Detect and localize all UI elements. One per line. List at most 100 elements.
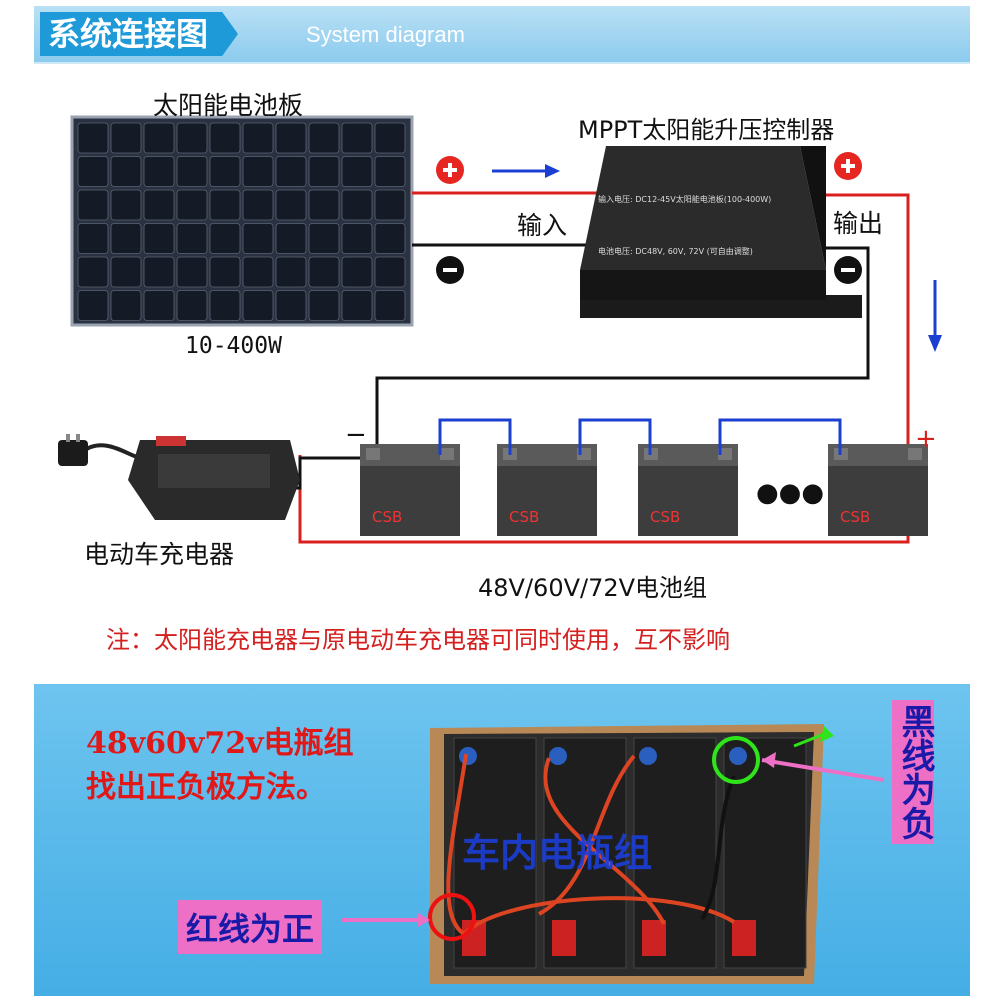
minus-badge-icon — [436, 256, 464, 284]
solar-cell — [242, 290, 274, 321]
solar-cell — [77, 290, 109, 321]
solar-cell — [143, 189, 175, 221]
solar-cell — [275, 223, 307, 254]
battery-minus-label: − — [345, 420, 367, 450]
svg-text:CSB: CSB — [840, 508, 870, 526]
charger-label: 电动车充电器 — [84, 540, 235, 569]
solar-cell — [275, 290, 307, 321]
solar-panel — [70, 115, 414, 327]
ev-charger — [58, 434, 300, 520]
battery: CSB — [638, 444, 738, 536]
solar-cell — [209, 256, 241, 288]
solar-cell — [77, 156, 109, 187]
controller-face-line1: 输入电压: DC12-45V太阳能电池板(100-400W) — [598, 195, 772, 204]
lower-title-line1: 48v60v72v电瓶组 — [86, 726, 354, 761]
solar-cell — [374, 156, 406, 187]
solar-cell — [143, 122, 175, 154]
positive-terminal-marker — [428, 893, 476, 941]
lower-title-line2: 找出正负极方法。 — [86, 770, 326, 805]
output-label: 输出 — [833, 209, 884, 238]
solar-cell — [275, 122, 307, 154]
svg-text:CSB: CSB — [509, 508, 539, 526]
header-title: 系统连接图 — [40, 12, 239, 56]
solar-cell — [341, 256, 373, 288]
center-label: 车内电瓶组 — [462, 831, 653, 875]
terminal-cap-icon — [729, 747, 747, 765]
input-label: 输入 — [517, 211, 568, 240]
battery-photo-panel: 48v60v72v电瓶组 找出正负极方法。 车内电瓶组 黑线为负 红线为正 — [34, 684, 970, 996]
solar-cell — [110, 189, 142, 221]
black-output-wire — [375, 246, 870, 450]
solar-cell — [77, 223, 109, 254]
red-output-wire — [298, 193, 910, 544]
svg-text:CSB: CSB — [650, 508, 680, 526]
solar-cell — [308, 122, 340, 154]
solar-cell — [341, 156, 373, 187]
solar-cell — [374, 290, 406, 321]
solar-cell — [308, 189, 340, 221]
battery: CSB — [828, 444, 928, 536]
terminal-cap-icon — [459, 747, 477, 765]
minus-badge-icon — [834, 256, 862, 284]
battery-link-wire — [578, 418, 652, 455]
solar-cell — [143, 223, 175, 254]
solar-cell — [242, 223, 274, 254]
solar-cell — [110, 290, 142, 321]
mppt-controller — [580, 146, 862, 318]
solar-cell — [341, 290, 373, 321]
solar-cell — [176, 122, 208, 154]
controller-face-text: 输入电压: DC12-45V太阳能电池板(100-400W) 电池电压: DC4… — [598, 194, 820, 258]
solar-cell — [242, 256, 274, 288]
svg-text:CSB: CSB — [372, 508, 402, 526]
solar-cell — [77, 122, 109, 154]
solar-cell — [110, 256, 142, 288]
solar-cell — [209, 290, 241, 321]
solar-panel-power: 10-400W — [185, 333, 282, 359]
solar-cell — [374, 223, 406, 254]
solar-cell — [143, 256, 175, 288]
battery-photo — [342, 724, 885, 984]
solar-cell — [176, 223, 208, 254]
solar-cell — [143, 156, 175, 187]
controller-label: MPPT太阳能升压控制器 — [578, 116, 835, 144]
solar-cell — [308, 256, 340, 288]
terminal-cap-icon — [639, 747, 657, 765]
blue-arrow-right-icon — [492, 164, 560, 178]
solar-cell — [209, 156, 241, 187]
terminal-cap-icon — [642, 920, 666, 956]
header-bar: 系统连接图 System diagram — [34, 6, 970, 64]
solar-cell — [209, 223, 241, 254]
solar-cell — [77, 189, 109, 221]
solar-cell — [176, 189, 208, 221]
usage-note: 注：太阳能充电器与原电动车充电器可同时使用，互不影响 — [106, 626, 730, 654]
solar-cell — [77, 256, 109, 288]
battery-group: CSB CSB CSB CSB — [360, 418, 928, 536]
solar-cell — [308, 156, 340, 187]
solar-cell — [209, 122, 241, 154]
solar-cell — [242, 156, 274, 187]
plus-badge-icon — [834, 152, 862, 180]
battery-ellipsis: ●●● — [756, 478, 825, 508]
solar-cell — [176, 256, 208, 288]
solar-cell — [242, 122, 274, 154]
solar-cell — [275, 256, 307, 288]
solar-cell — [341, 122, 373, 154]
battery: CSB — [497, 444, 597, 536]
battery-group-label: 48V/60V/72V电池组 — [478, 574, 708, 602]
header-subtitle: System diagram — [306, 22, 465, 47]
solar-cell — [374, 122, 406, 154]
solar-cell — [275, 189, 307, 221]
solar-cell — [308, 290, 340, 321]
solar-cell — [209, 189, 241, 221]
solar-cell — [242, 189, 274, 221]
solar-cell — [341, 189, 373, 221]
terminal-cap-icon — [549, 747, 567, 765]
blue-arrow-down-icon — [928, 280, 942, 352]
red-wire-note: 红线为正 — [178, 900, 323, 954]
system-diagram: CSB CSB CSB CSB — [58, 115, 942, 544]
terminal-cap-icon — [552, 920, 576, 956]
solar-cell — [110, 122, 142, 154]
black-wire-note: 黑线为负 — [892, 700, 935, 844]
terminal-cap-icon — [732, 920, 756, 956]
controller-face-line2: 电池电压: DC48V, 60V, 72V (可自由调整) — [598, 247, 753, 256]
